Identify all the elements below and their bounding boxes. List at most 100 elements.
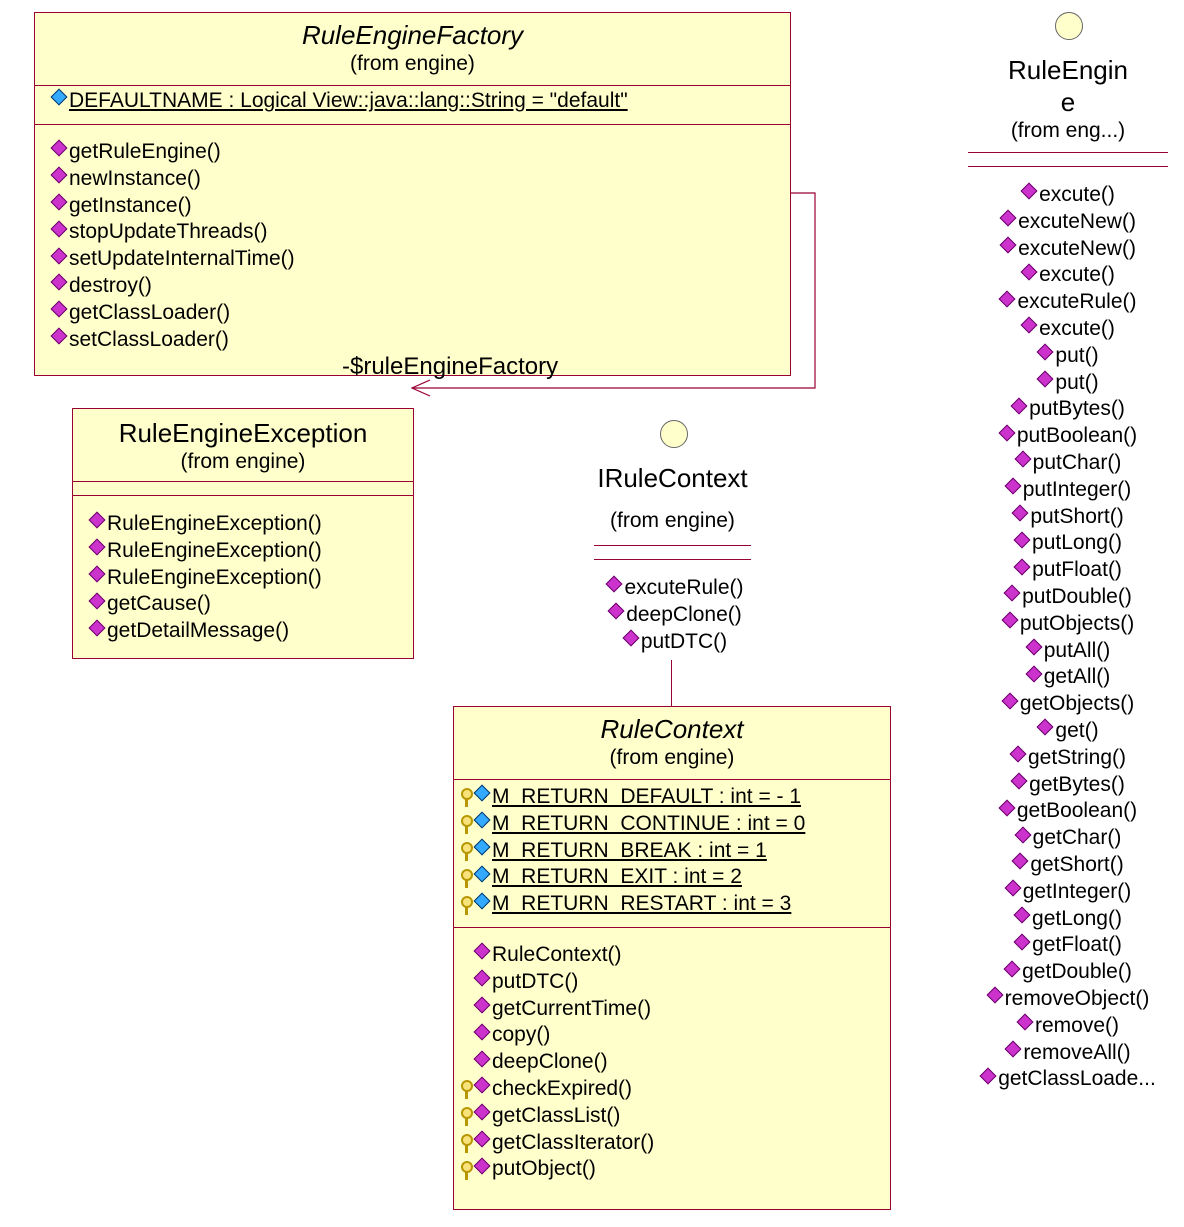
- operation-label: getBytes(): [1029, 772, 1125, 796]
- operation-label: copy(): [492, 1023, 551, 1047]
- attribute-row: M_RETURN_RESTART : int = 3: [460, 891, 890, 918]
- operation-label: getString(): [1027, 745, 1127, 769]
- rule-engine-exception-class[interactable]: RuleEngineException (from engine) RuleEn…: [72, 408, 414, 659]
- key-icon: [460, 787, 473, 808]
- operation-label: RuleEngineException(): [107, 512, 322, 535]
- method-icon: [1010, 772, 1028, 790]
- rule-context-class[interactable]: RuleContext (from engine) M_RETURN_DEFAU…: [453, 706, 891, 1210]
- operation-label: excuteRule(): [1017, 290, 1137, 314]
- operation-label: RuleEngineException(): [107, 538, 322, 562]
- operation-row: excute(): [968, 262, 1168, 289]
- operation-row: putInteger(): [968, 477, 1168, 504]
- operation-label: RuleEngineException(): [107, 565, 322, 589]
- method-icon: [1016, 1013, 1034, 1031]
- interface-operations-list: excute() excuteNew() excuteNew() excute(…: [968, 182, 1168, 1093]
- operation-row: getClassList(): [460, 1103, 890, 1130]
- interface-title-line1: RuleEngin: [1008, 55, 1128, 85]
- rule-engine-factory-class[interactable]: RuleEngineFactory (from engine) DEFAULTN…: [34, 12, 791, 376]
- operation-row: newInstance(): [50, 166, 790, 193]
- operation-row: removeAll(): [968, 1040, 1168, 1067]
- key-icon: [460, 868, 473, 888]
- method-icon: [986, 986, 1004, 1004]
- key-icon: [460, 1133, 473, 1153]
- operation-label: put(): [1055, 370, 1099, 394]
- class-package: (from engine): [609, 746, 735, 769]
- operation-label: remove(): [1034, 1013, 1119, 1037]
- operation-label: stopUpdateThreads(): [69, 220, 268, 244]
- method-icon: [999, 236, 1017, 254]
- operation-label: putObject(): [492, 1157, 596, 1181]
- operation-row: putDTC(): [460, 969, 890, 996]
- operation-row: destroy(): [50, 273, 790, 300]
- operation-label: excuteRule(): [624, 576, 744, 599]
- operation-label: getBoolean(): [1016, 799, 1138, 823]
- method-icon: [1009, 745, 1027, 763]
- interface-package: (from engine): [610, 509, 735, 532]
- operation-label: checkExpired(): [492, 1076, 633, 1100]
- operation-row: checkExpired(): [460, 1076, 890, 1103]
- attribute-icon: [473, 811, 491, 829]
- class-title: RuleEngineException: [118, 418, 368, 448]
- operation-row: getChar(): [968, 825, 1168, 852]
- method-icon: [50, 166, 68, 184]
- attribute-icon: [473, 865, 491, 883]
- operation-row: getRuleEngine(): [50, 139, 790, 166]
- operation-label: excute(): [1039, 316, 1115, 340]
- operation-row: getInteger(): [968, 879, 1168, 906]
- method-icon: [999, 209, 1017, 227]
- irule-context-interface[interactable]: IRuleContext (from engine): [590, 462, 755, 534]
- method-icon: [1020, 263, 1038, 281]
- operation-label: putBoolean(): [1016, 424, 1138, 448]
- operation-row: getFloat(): [968, 932, 1168, 959]
- operation-row: getLong(): [968, 906, 1168, 933]
- method-icon: [1011, 504, 1029, 522]
- method-icon: [50, 327, 68, 345]
- rule-engine-interface[interactable]: RuleEngin e (from eng...): [968, 54, 1168, 144]
- method-icon: [88, 565, 106, 583]
- method-icon: [473, 1157, 491, 1175]
- class-package: (from engine): [180, 450, 306, 473]
- operation-label: deepClone(): [626, 602, 742, 626]
- operation-row: getInstance(): [50, 193, 790, 220]
- operation-label: destroy(): [69, 273, 152, 297]
- operation-label: getClassLoader(): [69, 300, 231, 324]
- operation-label: getClassLoade...: [998, 1067, 1156, 1091]
- operation-row: get(): [968, 718, 1168, 745]
- interface-divider: [594, 559, 751, 560]
- operation-label: getRuleEngine(): [69, 140, 221, 163]
- operation-label: get(): [1055, 718, 1099, 742]
- operation-row: excuteRule(): [968, 289, 1168, 316]
- key-icon: [460, 814, 473, 835]
- operation-row: getClassLoader(): [50, 300, 790, 327]
- operation-row: getClassIterator(): [460, 1130, 890, 1157]
- method-icon: [1013, 906, 1031, 924]
- operation-row: deepClone(): [460, 1049, 890, 1076]
- operation-label: getClassIterator(): [492, 1130, 655, 1154]
- operation-row: getDouble(): [968, 959, 1168, 986]
- operation-label: newInstance(): [69, 166, 201, 190]
- interface-lollipop-icon: [1055, 12, 1083, 40]
- method-icon: [50, 193, 68, 211]
- method-icon: [979, 1067, 997, 1085]
- operation-row: excute(): [968, 316, 1168, 343]
- method-icon: [998, 424, 1016, 442]
- method-icon: [88, 592, 106, 610]
- method-icon: [473, 996, 491, 1014]
- operation-row: deepClone(): [590, 602, 760, 629]
- attribute-icon: [473, 838, 491, 856]
- operation-label: getInstance(): [69, 193, 192, 217]
- operation-label: putDTC(): [640, 629, 728, 653]
- operation-label: excuteNew(): [1018, 236, 1136, 260]
- operation-label: put(): [1055, 343, 1099, 367]
- method-icon: [1003, 960, 1021, 977]
- self-association-connector: [410, 192, 816, 397]
- attribute-icon: [473, 892, 491, 910]
- operation-row: removeObject(): [968, 986, 1168, 1013]
- attribute-row: M_RETURN_EXIT : int = 2: [460, 864, 890, 891]
- operations-list: RuleContext() putDTC() getCurrentTime() …: [454, 928, 890, 1183]
- method-icon: [605, 575, 623, 593]
- operation-label: getShort(): [1030, 852, 1124, 876]
- operation-label: getDouble(): [1022, 960, 1132, 984]
- method-icon: [622, 629, 640, 647]
- operation-label: putDouble(): [1022, 584, 1132, 608]
